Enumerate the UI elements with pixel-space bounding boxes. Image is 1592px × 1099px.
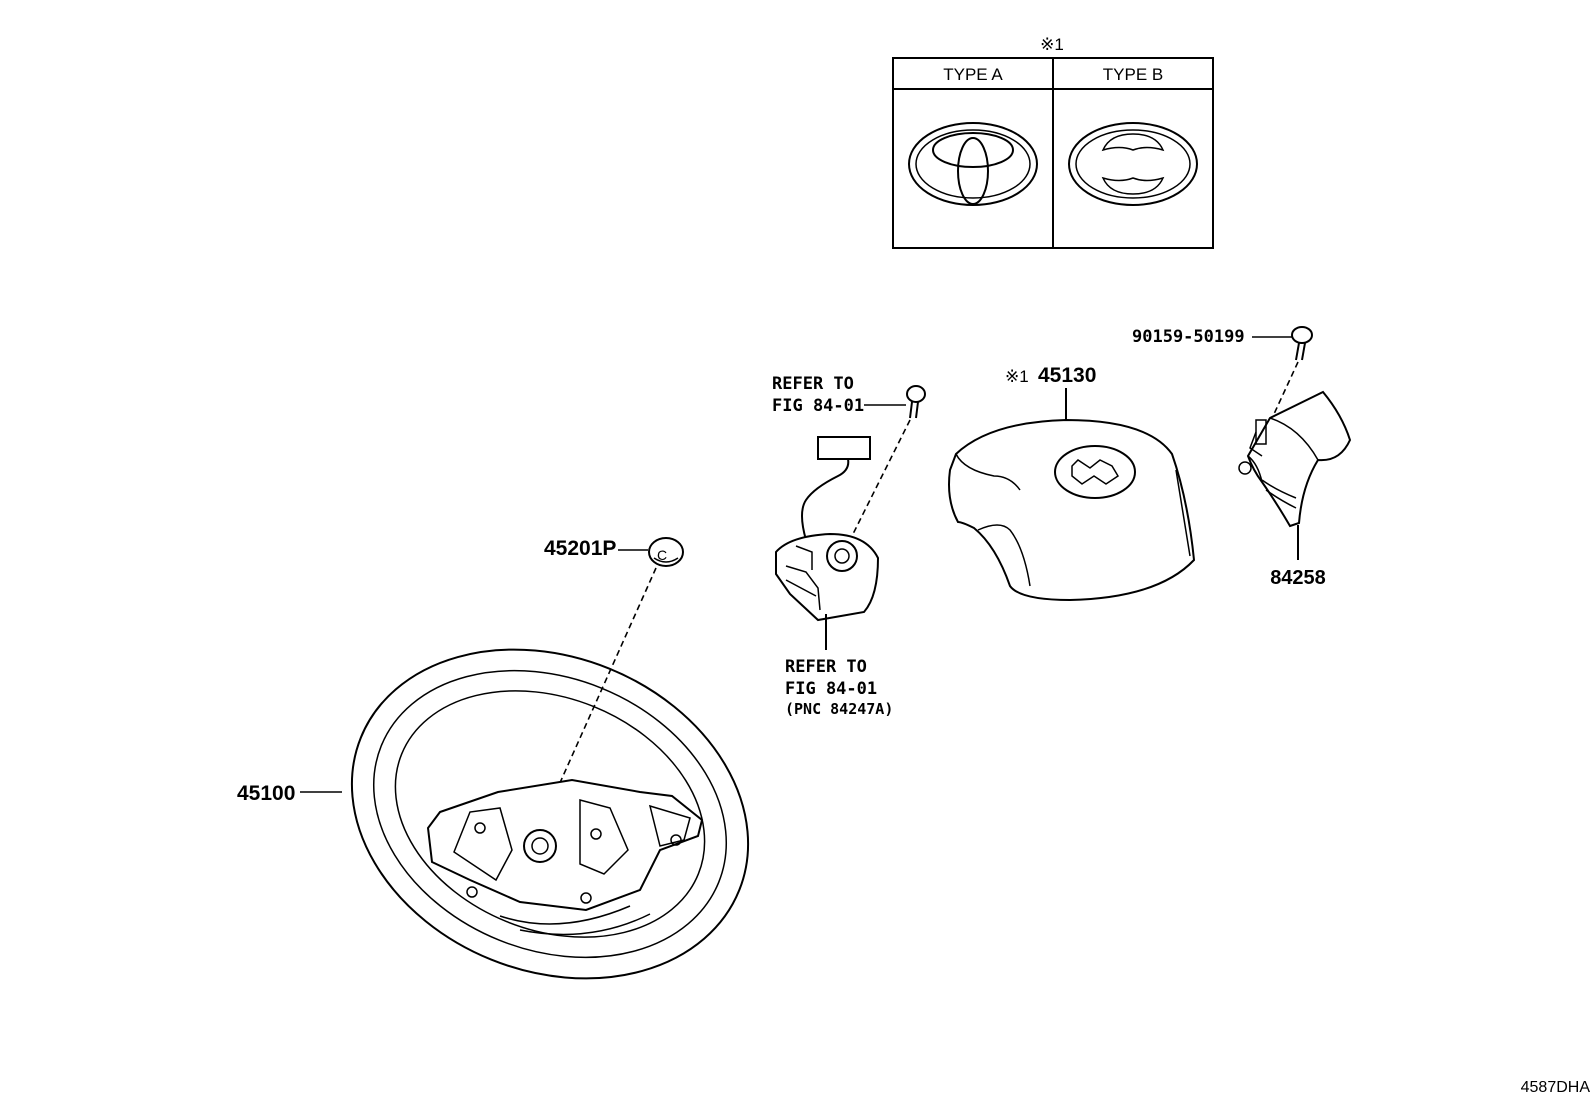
- bolt-icon: [1291, 326, 1313, 361]
- steering-wheel-icon: [350, 648, 750, 980]
- pad-part-number: 45130: [1038, 364, 1096, 387]
- table-note-mark: ※1: [1040, 35, 1064, 54]
- screw-icon: [906, 385, 926, 419]
- figure-id: 4587DHA: [1521, 1079, 1591, 1096]
- cap-part-number: 45201P: [544, 537, 616, 560]
- type-b-emblem-icon: [1068, 122, 1198, 206]
- svg-text:C: C: [657, 547, 667, 563]
- type-a-label: TYPE A: [943, 65, 1003, 84]
- wheel-part-number: 45100: [237, 782, 295, 805]
- type-b-label: TYPE B: [1103, 65, 1163, 84]
- screw-dash-line: [851, 419, 911, 537]
- emblem-type-table: ※1 TYPE A TYPE B: [892, 35, 1214, 249]
- switch-cover-part-number: 84258: [1270, 567, 1326, 589]
- pad-note-mark: ※1: [1005, 367, 1029, 386]
- switch-ref-line1: REFER TO: [785, 657, 867, 677]
- bolt-part-number: 90159-50199: [1132, 327, 1245, 347]
- steering-pad-switch-icon: [775, 436, 880, 622]
- cap-icon: C: [648, 537, 684, 567]
- screw-ref-line1: REFER TO: [772, 374, 854, 394]
- switch-ref-line2: FIG 84-01: [785, 679, 877, 699]
- type-a-emblem-icon: [908, 122, 1038, 206]
- screw-ref-line2: FIG 84-01: [772, 396, 864, 416]
- switch-ref-line3: (PNC 84247A): [785, 700, 893, 718]
- steering-switch-cover-icon: [1238, 390, 1352, 528]
- horn-pad-icon: [948, 418, 1196, 602]
